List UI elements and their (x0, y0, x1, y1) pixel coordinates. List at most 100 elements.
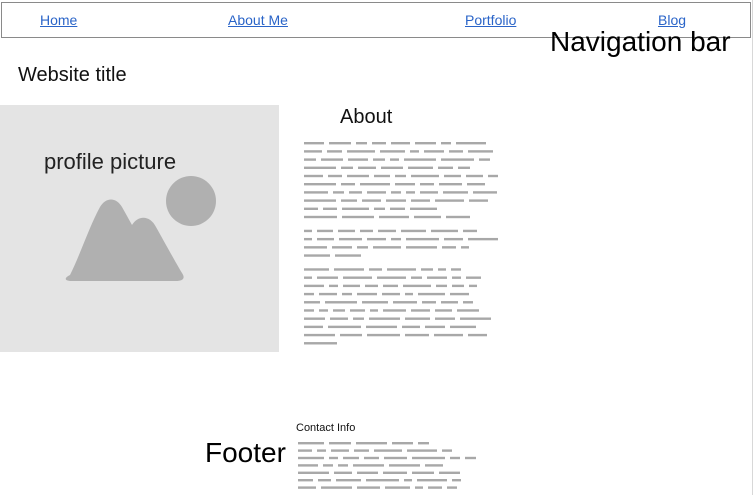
text-line-dash (467, 183, 485, 186)
text-line-dash (452, 479, 461, 482)
text-line-dash (427, 276, 447, 279)
text-line-dash (362, 199, 381, 202)
text-line-dash (403, 284, 431, 288)
text-line-dash (341, 199, 357, 202)
text-line-dash (341, 166, 353, 169)
text-line-dash (473, 191, 497, 194)
text-line-dash (331, 449, 349, 452)
text-line-dash (435, 317, 455, 320)
text-line-dash (406, 191, 415, 194)
text-line-dash (304, 166, 336, 169)
text-line-dash (420, 183, 434, 186)
text-line-dash (342, 215, 374, 219)
text-line-dash (343, 284, 360, 288)
text-line-dash (374, 449, 402, 452)
text-line-dash (443, 191, 468, 194)
text-line-dash (304, 237, 312, 241)
text-line-dash (411, 309, 430, 312)
text-line-dash (458, 166, 470, 169)
text-line-dash (466, 174, 483, 178)
text-line-dash (321, 158, 343, 161)
text-line-dash (342, 207, 369, 210)
text-line-dash (304, 309, 314, 312)
about-heading: About (340, 106, 393, 128)
text-line-dash (304, 301, 320, 304)
text-line-dash (329, 284, 338, 288)
text-line-dash (304, 207, 318, 210)
text-line-dash (362, 301, 388, 304)
text-line-dash (425, 464, 443, 467)
text-line-dash (298, 479, 313, 482)
text-line-dash (304, 142, 324, 145)
text-line-dash (317, 229, 333, 233)
text-line-dash (365, 284, 378, 288)
text-line-dash (442, 246, 456, 249)
text-line-dash (383, 471, 407, 474)
text-line-dash (304, 268, 329, 271)
text-line-dash (349, 191, 362, 194)
text-line-dash (393, 301, 417, 304)
text-line-dash (418, 292, 445, 296)
text-line-dash (338, 464, 348, 467)
text-line-dash (410, 207, 437, 210)
text-line-dash (317, 449, 326, 452)
text-line-dash (442, 449, 452, 452)
text-line-dash (456, 142, 486, 145)
text-line-dash (369, 268, 382, 271)
text-line-dash (404, 158, 436, 161)
text-line-dash (383, 284, 398, 288)
text-line-dash (408, 166, 433, 169)
text-line-dash (325, 301, 357, 304)
text-line-dash (304, 325, 323, 329)
text-line-dash (457, 309, 479, 312)
profile-picture-label: profile picture (44, 149, 177, 174)
text-line-dash (424, 150, 444, 153)
text-line-dash (372, 142, 386, 145)
text-line-dash (374, 207, 385, 210)
text-line-dash (488, 174, 498, 178)
text-line-dash (439, 183, 462, 186)
text-line-dash (414, 215, 441, 219)
text-line-dash (404, 479, 412, 482)
text-line-dash (298, 471, 329, 474)
text-line-dash (390, 207, 405, 210)
text-line-dash (348, 158, 368, 161)
text-line-dash (469, 284, 477, 288)
text-line-dash (438, 166, 453, 169)
text-line-dash (366, 479, 399, 482)
text-line-dash (428, 486, 442, 489)
text-line-dash (329, 442, 351, 445)
text-line-dash (468, 333, 487, 337)
text-line-dash (329, 142, 351, 145)
text-line-dash (422, 301, 436, 304)
text-line-dash (298, 486, 316, 489)
nav-link-about-me[interactable]: About Me (228, 12, 288, 28)
text-line-dash (411, 174, 439, 178)
text-line-dash (466, 276, 481, 279)
text-line-dash (415, 142, 436, 145)
text-line-dash (392, 442, 413, 445)
text-line-dash (298, 449, 312, 452)
text-line-dash (383, 309, 406, 312)
text-line-dash (382, 292, 400, 296)
nav-link-portfolio[interactable]: Portfolio (465, 12, 517, 28)
text-line-dash (439, 471, 460, 474)
text-line-dash (411, 199, 430, 202)
text-line-dash (469, 199, 488, 202)
text-line-dash (304, 333, 335, 337)
text-line-dash (450, 325, 476, 329)
text-line-dash (304, 254, 330, 257)
text-line-dash (343, 276, 372, 279)
text-line-dash (450, 292, 469, 296)
profile-picture-placeholder: profile picture (0, 105, 279, 352)
nav-link-blog[interactable]: Blog (658, 12, 687, 28)
text-line-dash (358, 166, 376, 169)
text-line-dash (420, 191, 438, 194)
text-line-dash (421, 268, 433, 271)
text-line-dash (357, 292, 377, 296)
text-line-dash (328, 174, 342, 178)
text-line-dash (369, 317, 400, 320)
text-line-dash (342, 292, 352, 296)
nav-link-home[interactable]: Home (40, 12, 78, 28)
text-line-dash (360, 183, 390, 186)
